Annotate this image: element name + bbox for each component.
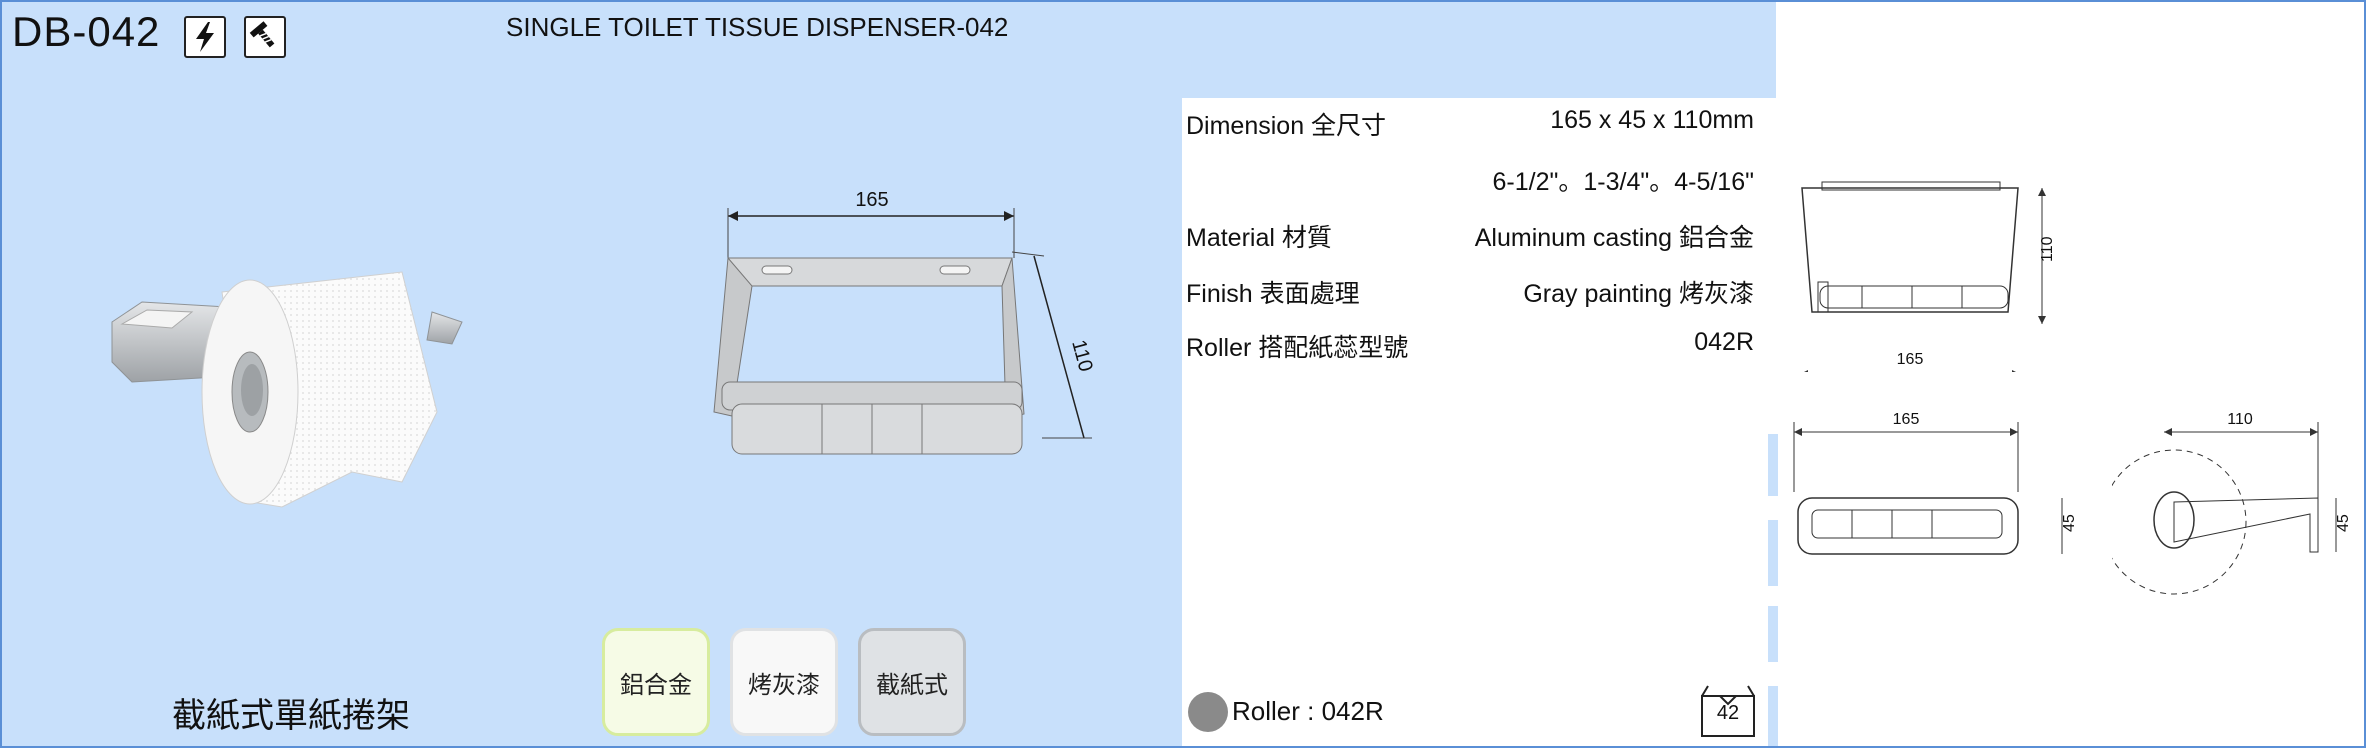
roller-color-swatch bbox=[1188, 692, 1228, 732]
spec-roller-value: 042R bbox=[1694, 328, 1754, 356]
tag-type: 截紙式 bbox=[858, 628, 966, 736]
product-title: SINGLE TOILET TISSUE DISPENSER-042 bbox=[506, 12, 1009, 42]
spec-finish-value: Gray painting 烤灰漆 bbox=[1523, 280, 1754, 308]
front-view-drawing: 165 110 bbox=[1801, 181, 2056, 372]
package-quantity: 42 bbox=[1716, 702, 1740, 724]
spec-dimension-inch-value: 6-1/2"。1-3/4"。4-5/16" bbox=[1492, 168, 1754, 196]
top-view-drawing: 165 45 bbox=[1793, 411, 2078, 555]
divider-dash bbox=[1768, 520, 1778, 586]
spec-dimension-value: 165 x 45 x 110mm bbox=[1550, 106, 1754, 134]
top-width-label: 165 bbox=[1893, 411, 1920, 428]
spec-roller: Roller 搭配紙蕊型號 042R bbox=[1186, 328, 1754, 362]
divider-dash bbox=[1768, 686, 1778, 746]
top-depth-label: 45 bbox=[2061, 514, 2078, 532]
side-width-label: 110 bbox=[2227, 411, 2253, 428]
spec-dimension-inch: 6-1/2"。1-3/4"。4-5/16" bbox=[1186, 162, 1754, 196]
divider-dash bbox=[1768, 606, 1778, 662]
spec-material: Material 材質 Aluminum casting 鋁合金 bbox=[1186, 218, 1754, 252]
roller-note: Roller : 042R bbox=[1232, 696, 1384, 726]
spec-finish-label: Finish 表面處理 bbox=[1186, 280, 1360, 308]
spec-panel bbox=[1182, 98, 1776, 746]
spec-material-value: Aluminum casting 鋁合金 bbox=[1474, 224, 1754, 252]
lightning-icon bbox=[184, 16, 226, 58]
tag-material: 鋁合金 bbox=[602, 628, 710, 736]
front-width-label: 165 bbox=[1897, 351, 1924, 368]
spec-material-label: Material 材質 bbox=[1186, 224, 1332, 252]
model-number: DB-042 bbox=[12, 8, 161, 55]
tag-finish: 烤灰漆 bbox=[730, 628, 838, 736]
spec-roller-label: Roller 搭配紙蕊型號 bbox=[1186, 334, 1409, 362]
spec-finish: Finish 表面處理 Gray painting 烤灰漆 bbox=[1186, 274, 1754, 308]
drawing-width-label: 165 bbox=[855, 189, 888, 211]
spec-dimension: Dimension 全尺寸 165 x 45 x 110mm bbox=[1186, 106, 1754, 140]
drawing-panel bbox=[1776, 2, 2364, 746]
package-icon bbox=[1701, 685, 1755, 737]
side-view-drawing: 110 45 bbox=[2112, 411, 2352, 595]
dimension-drawing: 165 110 bbox=[713, 189, 1097, 455]
header-band bbox=[1182, 2, 1776, 98]
front-height-label: 110 bbox=[2039, 236, 2056, 262]
product-subtitle: 截紙式單紙捲架 bbox=[172, 697, 410, 735]
side-depth-label: 45 bbox=[2335, 514, 2352, 532]
product-photo bbox=[111, 271, 463, 508]
spec-dimension-label: Dimension 全尺寸 bbox=[1186, 112, 1387, 140]
drawing-height-label: 110 bbox=[1067, 338, 1097, 374]
screw-icon bbox=[244, 16, 286, 58]
divider-dash bbox=[1768, 434, 1778, 496]
